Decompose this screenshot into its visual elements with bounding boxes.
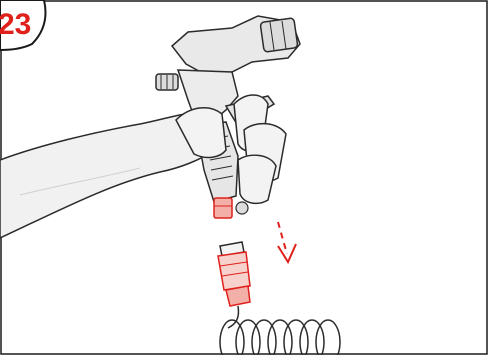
step-number: 23 [0, 8, 31, 41]
